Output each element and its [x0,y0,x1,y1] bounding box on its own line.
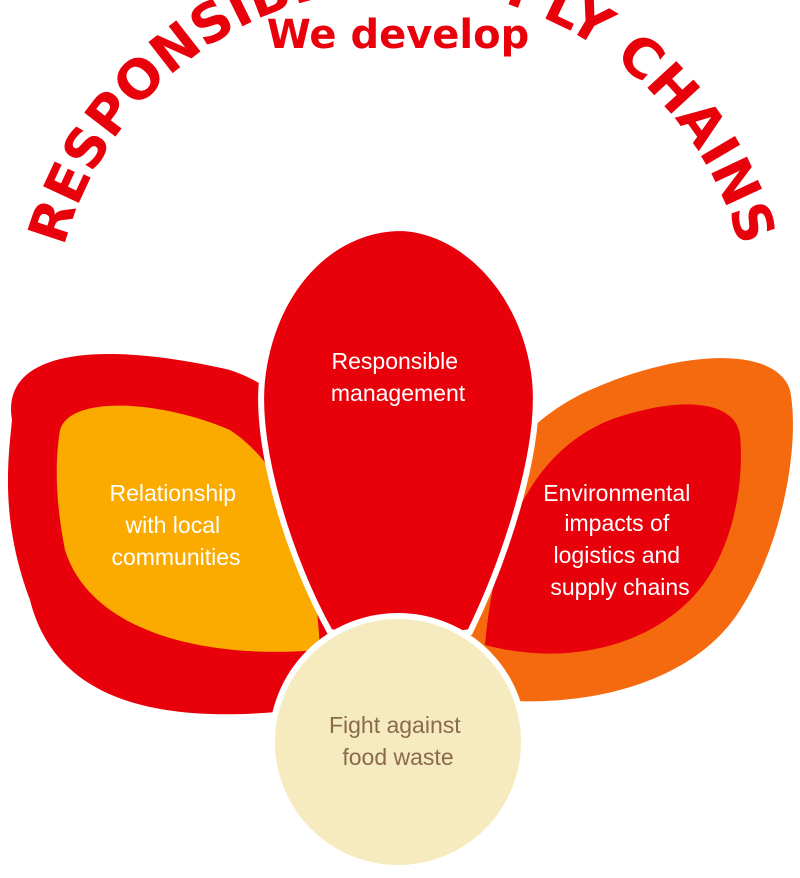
petal-left-line-1: Relationship [110,480,237,506]
petal-left-inner [56,405,320,652]
petal-center [258,224,539,641]
petal-right-label: Environmental impacts of logistics and s… [543,480,696,600]
petal-right-inner [485,404,741,654]
circle-food-waste-label: Fight against food waste [329,712,467,770]
petal-center-label: Responsible management [331,348,466,406]
circle-line-2: food waste [342,744,453,770]
petal-left-label: Relationship with local communities [110,480,243,570]
petal-center-line-2: management [331,380,466,406]
petal-left-line-3: communities [111,544,240,570]
petal-left-line-2: with local [125,512,221,538]
petal-right-line-4: supply chains [550,574,689,600]
petal-right-line-3: logistics and [554,542,681,568]
circle-line-1: Fight against [329,712,461,738]
circle-food-waste [269,613,527,871]
petal-right-line-1: Environmental [543,480,690,506]
petal-right-line-2: impacts of [564,510,669,536]
petal-center-line-1: Responsible [332,348,459,374]
headline-we-develop: We develop [267,12,530,58]
